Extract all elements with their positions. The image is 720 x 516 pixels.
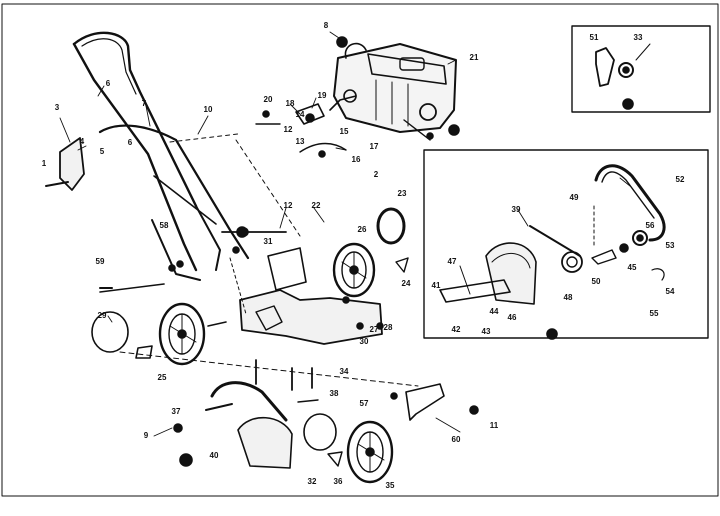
callout-label: 45 (627, 263, 637, 272)
callout-label: 25 (157, 373, 167, 382)
callout-label: 56 (645, 221, 655, 230)
callout-label: 11 (489, 421, 499, 430)
carburetor-linkage (255, 103, 347, 158)
callout-label: 24 (401, 279, 411, 288)
wheel-rear-left (158, 302, 206, 366)
callout-label: 57 (359, 399, 369, 408)
callout-label: 12 (283, 201, 293, 210)
belt-guard-assembly (205, 381, 445, 469)
hubcap-left (91, 311, 129, 353)
callout-label: 9 (143, 431, 149, 440)
callout-label: 58 (159, 221, 169, 230)
callout-label: 30 (359, 337, 369, 346)
callout-label: 6 (127, 138, 133, 147)
callout-label: 47 (447, 257, 457, 266)
callout-label: 59 (95, 257, 105, 266)
callout-label: 42 (451, 325, 461, 334)
callout-label: 32 (307, 477, 317, 486)
callout-label: 26 (357, 225, 367, 234)
callout-label: 50 (591, 277, 601, 286)
inset-right (423, 149, 709, 340)
callout-label: 17 (369, 142, 379, 151)
callout-label: 8 (323, 21, 329, 30)
callout-label: 6 (105, 79, 111, 88)
small-hardware (99, 132, 479, 467)
callout-label: 51 (589, 33, 599, 42)
callout-label: 54 (665, 287, 675, 296)
callout-label: 43 (481, 327, 491, 336)
callout-label: 27 (369, 325, 379, 334)
callout-label: 39 (511, 205, 521, 214)
callout-label: 4 (79, 137, 85, 146)
callout-label: 1 (41, 159, 47, 168)
engine (329, 36, 460, 141)
callout-label: 31 (263, 237, 273, 246)
callout-label: 37 (171, 407, 181, 416)
callout-label: 10 (203, 105, 213, 114)
callout-label: 2 (373, 170, 379, 179)
callout-label: 52 (675, 175, 685, 184)
callout-label: 12 (283, 125, 293, 134)
diagram-frame (1, 3, 719, 497)
callout-label: 46 (507, 313, 517, 322)
callout-label: 55 (649, 309, 659, 318)
wheel-front-right (332, 242, 376, 298)
callout-label: 38 (329, 389, 339, 398)
wheel-bottom (346, 420, 394, 484)
callout-label: 3 (54, 103, 60, 112)
leader-lines (59, 31, 631, 437)
callout-label: 7 (141, 99, 147, 108)
callout-label: 41 (431, 281, 441, 290)
callout-label: 34 (339, 367, 349, 376)
callout-label: 13 (295, 137, 305, 146)
inset-marker-dot (622, 98, 634, 110)
belt-guard-ring (376, 207, 406, 245)
callout-label: 23 (397, 189, 407, 198)
callout-label: 48 (563, 293, 573, 302)
callout-label: 14 (295, 110, 305, 119)
callout-label: 36 (333, 477, 343, 486)
callout-label: 28 (383, 323, 393, 332)
hubcap-bottom (303, 413, 337, 451)
callout-label: 53 (665, 241, 675, 250)
callout-label: 29 (97, 311, 107, 320)
callout-label: 20 (263, 95, 273, 104)
callout-label: 60 (451, 435, 461, 444)
callout-label: 44 (489, 307, 499, 316)
callout-label: 5 (99, 147, 105, 156)
inset-marker-dot (546, 328, 558, 340)
callout-label: 15 (339, 127, 349, 136)
callout-label: 35 (385, 481, 395, 490)
callout-label: 16 (351, 155, 361, 164)
callout-label: 19 (317, 91, 327, 100)
callout-label: 40 (209, 451, 219, 460)
callout-label: 49 (569, 193, 579, 202)
inset-top-right (571, 25, 711, 113)
callout-label: 33 (633, 33, 643, 42)
callout-label: 21 (469, 53, 479, 62)
callout-label: 22 (311, 201, 321, 210)
handle-assembly (45, 31, 301, 293)
callout-label: 18 (285, 99, 295, 108)
